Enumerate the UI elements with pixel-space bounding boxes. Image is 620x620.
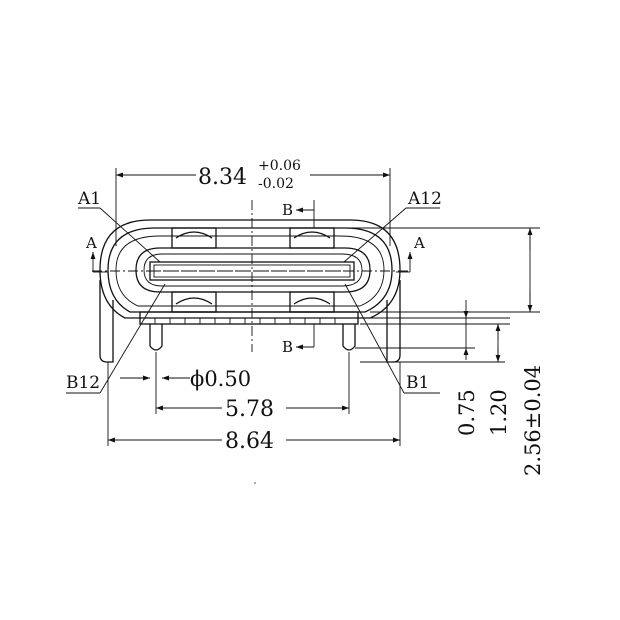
label-b12-text: B12 [66, 373, 100, 393]
dim-height-120-value: 1.20 [487, 389, 511, 436]
dim-overall-width: 8.64 [107, 362, 401, 454]
dim-834-value: 8.34 [198, 165, 247, 190]
dim-834-tol-minus: -0.02 [258, 176, 294, 192]
dim-overall-width-value: 8.64 [225, 429, 274, 454]
label-b12: B12 [66, 283, 166, 394]
label-b1-text: B1 [406, 373, 429, 393]
section-a-right-text: A [413, 234, 425, 252]
dim-height-075-value: 0.75 [455, 389, 479, 436]
section-b-bottom-text: B [282, 338, 293, 356]
label-b1: B1 [344, 283, 440, 394]
section-a-left-text: A [85, 234, 97, 252]
dim-height-256-value: 2.56±0.04 [521, 365, 545, 476]
dim-pin-spacing: 5.78 [155, 352, 350, 422]
label-a1-text: A1 [77, 189, 101, 209]
label-a1: A1 [77, 189, 161, 263]
section-b-top: B [282, 200, 315, 228]
section-b-bottom: B [282, 324, 315, 356]
label-a12: A12 [343, 189, 442, 263]
dim-width-834: 8.34 +0.06 -0.02 [115, 158, 391, 246]
section-b-top-text: B [282, 201, 293, 219]
dim-heights: 0.75 1.20 2.56±0.04 [320, 227, 545, 476]
dim-pin-diameter-value: ϕ0.50 [190, 367, 251, 391]
dim-834-tol-plus: +0.06 [258, 158, 301, 174]
dim-pin-spacing-value: 5.78 [225, 397, 274, 422]
label-a12-text: A12 [407, 189, 442, 209]
stray-dot [254, 482, 256, 484]
section-a-right: A [396, 234, 425, 273]
section-a-left: A [85, 234, 108, 273]
dim-pin-diameter: ϕ0.50 [120, 367, 251, 391]
connector-body [99, 219, 401, 363]
